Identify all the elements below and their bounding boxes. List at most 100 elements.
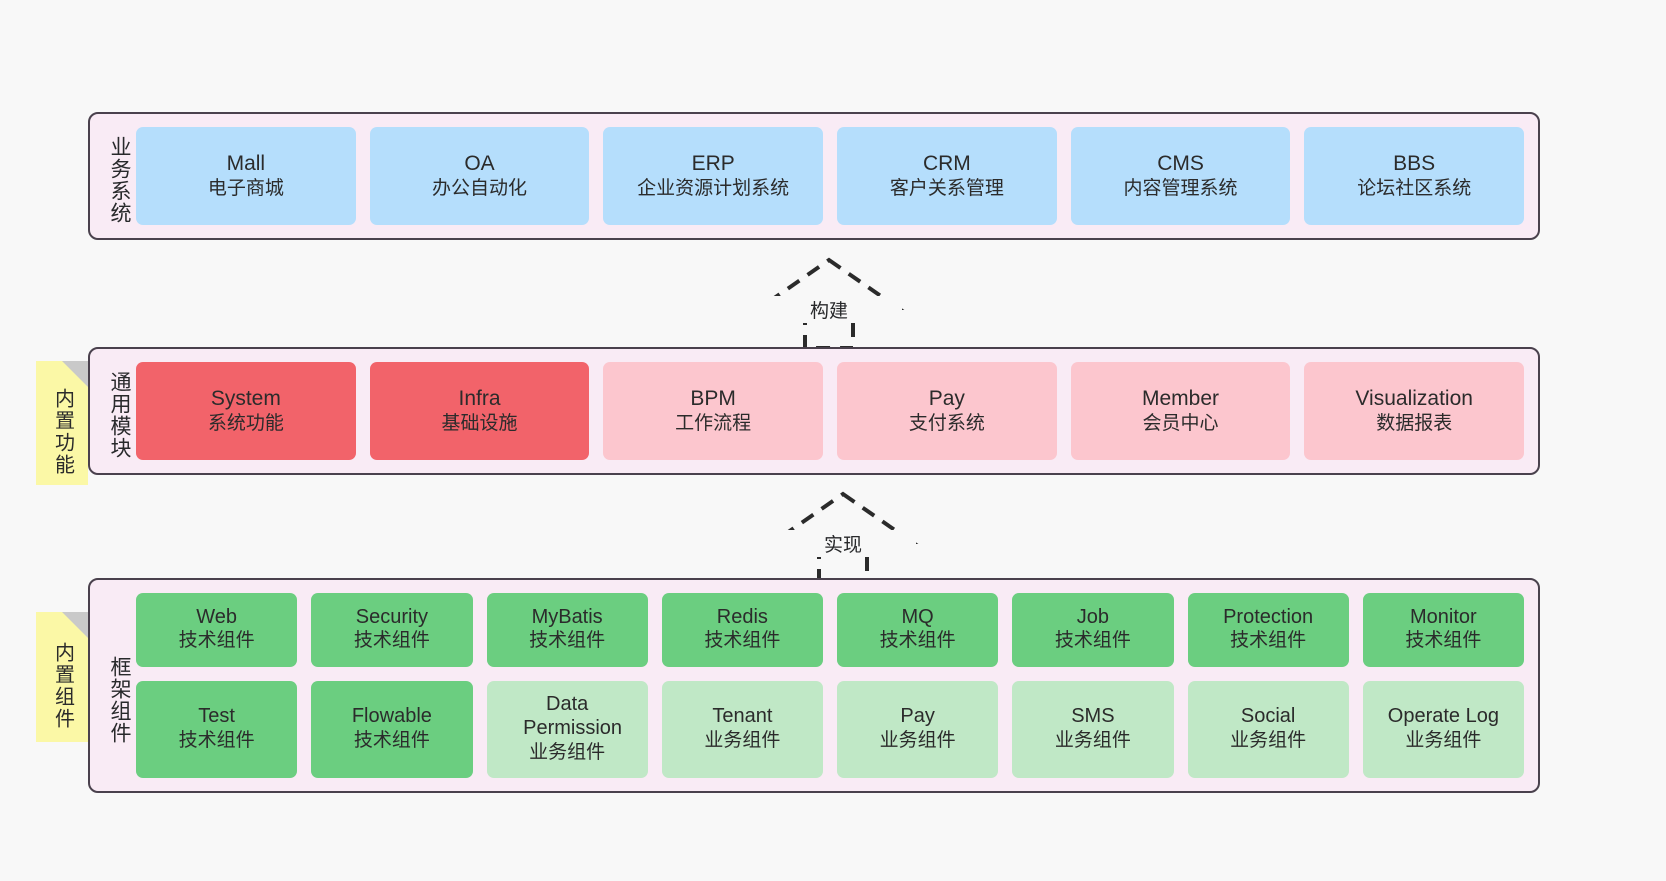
card-title: Pay — [928, 387, 965, 410]
dashed-up-arrow-icon — [753, 257, 905, 350]
card-subtitle: 技术组件 — [353, 630, 430, 652]
card-title: Data Permission — [523, 693, 623, 739]
card-title: Mall — [226, 152, 266, 175]
card-row: System 系统功能 Infra 基础设施 BPM 工作流程 Pay 支付系统 — [136, 362, 1525, 460]
card-infra[interactable]: Infra 基础设施 — [369, 362, 590, 460]
card-mq[interactable]: MQ 技术组件 — [837, 593, 999, 667]
card-web[interactable]: Web 技术组件 — [136, 593, 298, 667]
card-subtitle: 电子商城 — [207, 178, 284, 200]
card-monitor[interactable]: Monitor 技术组件 — [1362, 593, 1524, 667]
note-label: 内置组件 — [51, 642, 74, 730]
card-title: Visualization — [1355, 387, 1473, 410]
card-subtitle: 技术组件 — [1405, 630, 1482, 652]
layer-body-framework-component: Web 技术组件 Security 技术组件 MyBatis 技术组件 Redi… — [132, 580, 1538, 791]
card-system[interactable]: System 系统功能 — [136, 362, 356, 460]
card-job[interactable]: Job 技术组件 — [1012, 593, 1174, 667]
card-mybatis[interactable]: MyBatis 技术组件 — [486, 593, 648, 667]
card-subtitle: 基础设施 — [441, 413, 518, 435]
card-subtitle: 业务组件 — [1230, 729, 1307, 751]
card-subtitle: 支付系统 — [908, 413, 985, 435]
card-row: Web 技术组件 Security 技术组件 MyBatis 技术组件 Redi… — [136, 593, 1524, 667]
folded-corner-icon — [62, 612, 88, 638]
card-title: BBS — [1393, 152, 1436, 175]
card-erp[interactable]: ERP 企业资源计划系统 — [603, 127, 824, 225]
card-title: System — [210, 387, 281, 410]
card-title: Monitor — [1410, 605, 1477, 628]
layer-framework-component: 框架组件 Web 技术组件 Security 技术组件 MyBatis 技术组件 — [88, 578, 1540, 793]
card-flowable[interactable]: Flowable 技术组件 — [311, 680, 473, 778]
card-bbs[interactable]: BBS 论坛社区系统 — [1304, 127, 1525, 225]
card-title: MyBatis — [531, 605, 603, 628]
note-label: 内置功能 — [51, 388, 74, 476]
card-member[interactable]: Member 会员中心 — [1070, 362, 1291, 460]
card-title: Web — [196, 605, 237, 628]
card-subtitle: 业务组件 — [704, 729, 781, 751]
card-protection[interactable]: Protection 技术组件 — [1187, 593, 1349, 667]
card-title: Pay — [900, 705, 935, 728]
card-subtitle: 客户关系管理 — [889, 178, 1004, 200]
card-title: ERP — [691, 152, 735, 175]
card-title: CMS — [1157, 152, 1204, 175]
connector-implement: 实现 — [767, 491, 919, 584]
card-title: Redis — [716, 605, 768, 628]
card-subtitle: 业务组件 — [1054, 729, 1131, 751]
connector-build: 构建 — [753, 257, 905, 350]
note-builtin-component: 内置组件 — [36, 612, 88, 742]
layer-body-common-module: System 系统功能 Infra 基础设施 BPM 工作流程 Pay 支付系统 — [132, 349, 1538, 473]
card-cms[interactable]: CMS 内容管理系统 — [1070, 127, 1291, 225]
card-title: Protection — [1223, 605, 1314, 628]
card-operate-log[interactable]: Operate Log 业务组件 — [1362, 680, 1524, 778]
card-title: OA — [464, 152, 495, 175]
layer-title-common-module: 通用模块 — [108, 371, 131, 459]
card-title: Social — [1240, 705, 1296, 728]
card-tenant[interactable]: Tenant 业务组件 — [661, 680, 823, 778]
card-security[interactable]: Security 技术组件 — [311, 593, 473, 667]
card-oa[interactable]: OA 办公自动化 — [369, 127, 590, 225]
card-visualization[interactable]: Visualization 数据报表 — [1304, 362, 1525, 460]
card-sms[interactable]: SMS 业务组件 — [1012, 680, 1174, 778]
card-subtitle: 企业资源计划系统 — [637, 178, 790, 200]
card-title: Member — [1142, 387, 1220, 410]
card-pay[interactable]: Pay 支付系统 — [837, 362, 1057, 460]
folded-corner-icon — [62, 361, 88, 387]
card-subtitle: 业务组件 — [529, 741, 606, 763]
card-mall[interactable]: Mall 电子商城 — [136, 127, 356, 225]
layer-title-framework-component: 框架组件 — [108, 655, 131, 744]
dashed-up-arrow-icon — [767, 491, 919, 584]
card-crm[interactable]: CRM 客户关系管理 — [837, 127, 1057, 225]
card-test[interactable]: Test 技术组件 — [136, 680, 298, 778]
card-title: Flowable — [351, 705, 432, 728]
card-title: Operate Log — [1387, 705, 1499, 728]
card-title: SMS — [1071, 705, 1115, 728]
card-subtitle: 技术组件 — [1054, 630, 1131, 652]
card-subtitle: 数据报表 — [1376, 413, 1453, 435]
card-title: Job — [1076, 605, 1109, 628]
card-title: BPM — [690, 387, 736, 410]
card-subtitle: 技术组件 — [704, 630, 781, 652]
layer-common-module: 通用模块 System 系统功能 Infra 基础设施 BPM 工作流程 — [88, 347, 1540, 475]
card-title: Security — [355, 605, 428, 628]
card-redis[interactable]: Redis 技术组件 — [661, 593, 823, 667]
note-builtin-function: 内置功能 — [36, 361, 88, 485]
card-pay-component[interactable]: Pay 业务组件 — [837, 680, 999, 778]
card-subtitle: 技术组件 — [1230, 630, 1307, 652]
card-subtitle: 技术组件 — [178, 630, 255, 652]
card-row: Mall 电子商城 OA 办公自动化 ERP 企业资源计划系统 CRM 客户关系… — [136, 127, 1525, 225]
card-data-permission[interactable]: Data Permission 业务组件 — [486, 680, 648, 778]
card-subtitle: 工作流程 — [675, 413, 752, 435]
card-title: Test — [198, 705, 235, 728]
card-subtitle: 内容管理系统 — [1123, 178, 1238, 200]
layer-title-business-system: 业务系统 — [108, 136, 131, 224]
card-subtitle: 业务组件 — [1405, 729, 1482, 751]
card-social[interactable]: Social 业务组件 — [1187, 680, 1349, 778]
card-subtitle: 技术组件 — [178, 729, 255, 751]
card-title: MQ — [901, 605, 934, 628]
card-bpm[interactable]: BPM 工作流程 — [603, 362, 824, 460]
layer-body-business-system: Mall 电子商城 OA 办公自动化 ERP 企业资源计划系统 CRM 客户关系… — [132, 114, 1538, 238]
card-subtitle: 论坛社区系统 — [1357, 178, 1472, 200]
layer-business-system: 业务系统 Mall 电子商城 OA 办公自动化 ERP 企业资源计划系统 — [88, 112, 1540, 240]
card-row: Test 技术组件 Flowable 技术组件 Data Permission … — [136, 680, 1524, 778]
card-subtitle: 业务组件 — [879, 729, 956, 751]
card-subtitle: 技术组件 — [353, 729, 430, 751]
